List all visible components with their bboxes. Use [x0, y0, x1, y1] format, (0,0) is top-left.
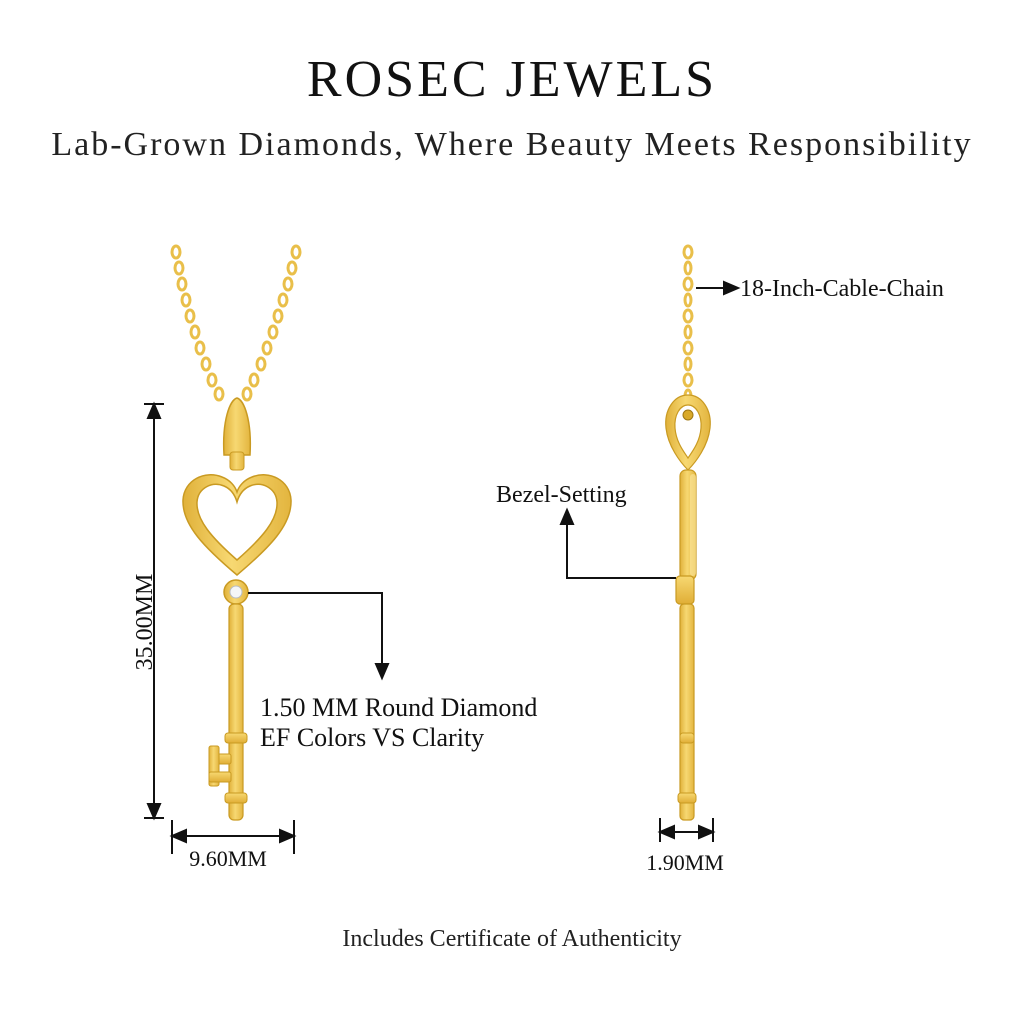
height-label: 35.00MM: [132, 574, 158, 671]
chain-label: 18-Inch-Cable-Chain: [740, 276, 944, 302]
width-label: 9.60MM: [189, 846, 267, 871]
bezel-callout: [559, 507, 676, 579]
height-dimension: [144, 401, 164, 821]
front-view-pendant: [170, 244, 302, 821]
diamond-label-line1: 1.50 MM Round Diamond: [260, 693, 537, 722]
diamond-label-line2: EF Colors VS Clarity: [260, 723, 484, 752]
depth-label: 1.90MM: [646, 850, 724, 875]
front-bail: [222, 397, 252, 456]
diamond-callout: [248, 592, 390, 681]
front-key-shaft: [228, 603, 244, 821]
brand-title: ROSEC JEWELS: [306, 51, 718, 108]
certificate-note: Includes Certificate of Authenticity: [342, 926, 682, 952]
bezel-label: Bezel-Setting: [496, 482, 627, 508]
side-bail: [665, 394, 711, 471]
width-dimension: [169, 820, 297, 854]
front-diamond: [229, 585, 243, 599]
front-heart: [182, 474, 292, 576]
depth-dimension: [657, 818, 716, 842]
side-chain: [682, 244, 694, 404]
chain-callout: [696, 280, 741, 296]
side-key-shaft: [679, 603, 695, 821]
front-chain: [170, 244, 302, 402]
side-bezel-setting: [675, 575, 695, 605]
brand-tagline: Lab-Grown Diamonds, Where Beauty Meets R…: [51, 126, 973, 163]
side-view-pendant: [665, 244, 711, 821]
